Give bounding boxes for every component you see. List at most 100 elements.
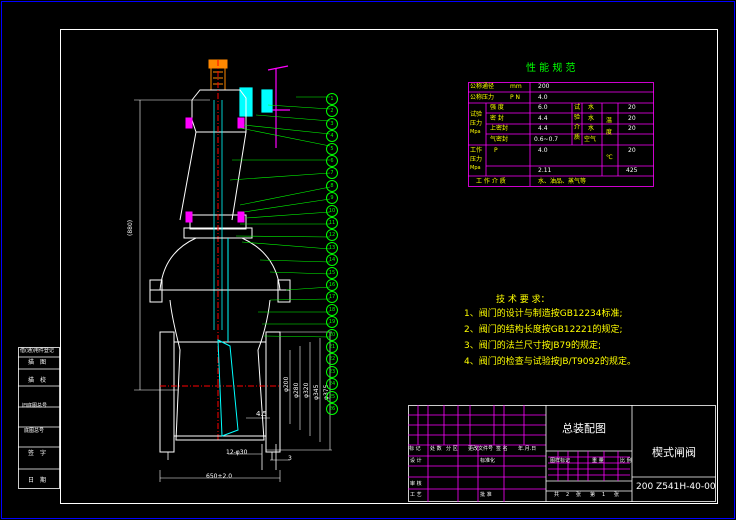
work-p2-value: 2.11 <box>538 167 552 174</box>
work-p-temp: 20 <box>628 147 636 154</box>
gap-dimension: 3 <box>288 455 292 462</box>
sidebar-label: 旧底图总号 <box>22 403 48 409</box>
medium-value: 水 <box>588 115 595 122</box>
part-balloon: 9 <box>326 192 338 205</box>
part-balloon: 5 <box>326 142 338 155</box>
part-balloon: 19 <box>326 316 338 329</box>
part-balloon: 16 <box>326 279 338 291</box>
body <box>159 299 281 453</box>
leader-lines <box>229 96 331 338</box>
performance-title: 性 能 规 范 <box>526 63 576 74</box>
nominal-diameter-value: 200 <box>538 83 550 90</box>
medium-value: 水 <box>588 125 595 132</box>
part-balloon: 1 <box>326 93 338 105</box>
tb-label: 处 数 <box>430 446 442 452</box>
medium-label: 质 <box>574 134 581 141</box>
sidebar-table: 借(通)用件登记 描 图 描 校 旧底图总号 底图总号 签 字 日 期 <box>18 347 60 489</box>
dimension-lines <box>134 99 332 482</box>
tb-label: 张 <box>576 492 582 498</box>
temp-label: 度 <box>606 129 613 136</box>
part-balloon: 24 <box>326 378 338 391</box>
sidebar-label: 描 图 <box>28 359 47 366</box>
part-balloon: 13 <box>326 241 338 254</box>
work-p2-temp: 425 <box>626 167 638 174</box>
part-balloon: 20 <box>326 328 338 341</box>
temp-value: 20 <box>628 125 636 132</box>
nominal-pressure-unit: P N <box>510 94 521 101</box>
tb-label: 工 艺 <box>410 492 422 498</box>
tb-label: 第 <box>590 492 596 498</box>
medium-value: 水 <box>588 104 595 111</box>
part-balloon: 23 <box>326 365 338 378</box>
tb-label: 批 准 <box>480 492 492 498</box>
tb-label: 张 <box>614 492 620 498</box>
tech-title: 技 术 要 求： <box>496 295 550 305</box>
tech-item: 2、阀门的结构长度按GB12221的规定; <box>464 325 623 335</box>
sidebar-label: 底图总号 <box>24 428 45 434</box>
part-balloon: 8 <box>326 179 338 192</box>
work-p-value: 4.0 <box>538 147 548 154</box>
part-balloon: 26 <box>326 403 338 415</box>
temp-value: 20 <box>628 104 636 111</box>
nominal-pressure-value: 4.0 <box>538 94 548 101</box>
wedge <box>217 238 239 437</box>
test-name: 气密封 <box>490 136 509 143</box>
part-balloon: 10 <box>326 204 338 217</box>
height-dimension: (880) <box>127 219 134 236</box>
test-pressure-label: 压力 <box>470 120 483 127</box>
part-balloon: 2 <box>326 105 338 118</box>
handwheel <box>239 65 290 148</box>
work-medium-value: 水、油品、蒸气等 <box>538 178 587 185</box>
test-name: 上密封 <box>490 125 509 132</box>
diameter-dimension: φ345 <box>313 384 320 400</box>
product-code: 200 Z541H-40-00 <box>636 482 716 492</box>
test-value: 0.6~0.7 <box>534 136 559 143</box>
tb-label: 标 记 <box>409 446 421 452</box>
tech-item: 4、阀门的检查与试验按JB/T9092的规定。 <box>464 357 636 367</box>
medium-label: 试 <box>574 104 581 111</box>
part-balloon: 25 <box>326 390 338 403</box>
title-block: 标 记 处 数 分 区 更改文件号 签 名 年.月.日 设 计 标准化 审 核 … <box>408 405 716 502</box>
work-p-symbol: P <box>494 147 498 154</box>
part-balloon: 18 <box>326 303 338 316</box>
tb-label: 标准化 <box>480 458 496 464</box>
part-balloon: 21 <box>326 341 338 353</box>
tb-label: 2 <box>566 492 570 498</box>
test-name: 强 度 <box>490 104 504 111</box>
sidebar-label: 日 期 <box>28 477 47 484</box>
diameter-dimension: φ320 <box>303 382 310 398</box>
tb-label: 1 <box>602 492 606 498</box>
part-balloon: 12 <box>326 229 338 242</box>
tb-label: 更改文件号 <box>468 446 494 452</box>
test-value: 6.0 <box>538 104 548 111</box>
test-value: 4.4 <box>538 115 548 122</box>
tb-label: 比 例 <box>620 458 632 464</box>
tb-label: 签 名 <box>496 446 508 452</box>
sidebar-label: 签 字 <box>28 450 47 457</box>
sidebar-label: 借(通)用件登记 <box>20 348 54 354</box>
part-balloon: 15 <box>326 266 338 279</box>
nominal-diameter-label: 公称通径 <box>470 83 495 90</box>
work-medium-label: 工 作 介 质 <box>476 178 506 185</box>
tb-label: 共 <box>554 492 560 498</box>
thickness-dimension: 4.5 <box>256 410 268 418</box>
tb-label: 重 量 <box>592 458 604 464</box>
temp-value: 20 <box>628 115 636 122</box>
temp-unit: ℃ <box>606 154 613 161</box>
temp-label: 温 <box>606 117 613 124</box>
tb-label: 图样标记 <box>550 458 571 464</box>
test-value: 4.4 <box>538 125 548 132</box>
work-pressure-label: 工作 <box>470 147 483 154</box>
part-balloon: 6 <box>326 155 338 167</box>
tb-label: 设 计 <box>410 458 422 464</box>
diameter-dimension: φ200 <box>283 376 290 392</box>
part-balloon: 11 <box>326 217 338 229</box>
drawing-frame <box>60 29 718 504</box>
tb-label: 分 区 <box>446 446 458 452</box>
test-name: 密 封 <box>490 115 504 122</box>
part-balloon: 22 <box>326 353 338 366</box>
test-pressure-label: Mpa <box>470 129 481 135</box>
work-pressure-label: 压力 <box>470 156 483 163</box>
